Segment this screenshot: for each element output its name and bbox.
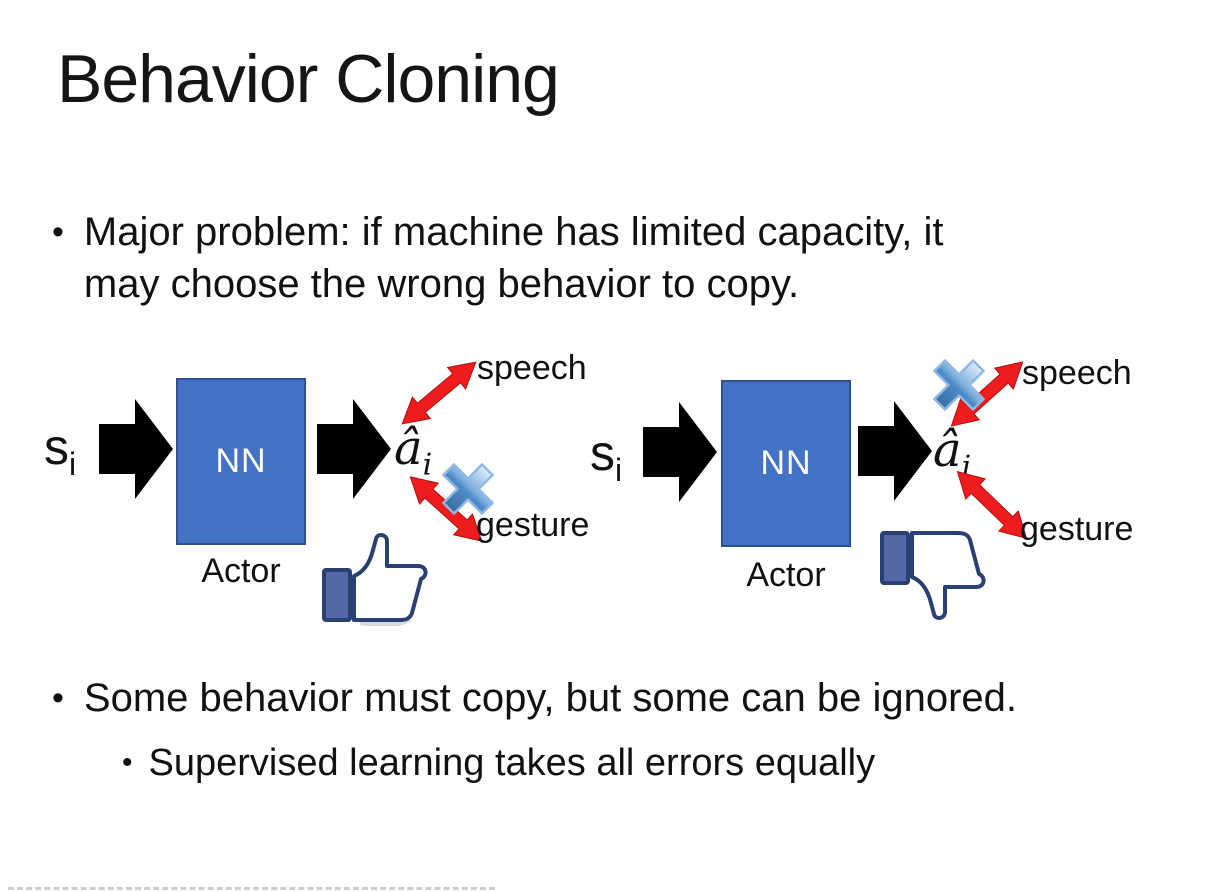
action-symbol: â bbox=[933, 422, 962, 478]
action-symbol: â bbox=[394, 420, 423, 476]
actor-caption: Actor bbox=[746, 556, 826, 594]
subbullet-supervised-learning: • Supervised learning takes all errors e… bbox=[122, 738, 875, 788]
cross-icon bbox=[437, 458, 499, 520]
bullet-line-1: Major problem: if machine has limited ca… bbox=[83, 210, 944, 254]
double-arrow-gesture-icon bbox=[944, 458, 1040, 552]
input-state-label: si bbox=[44, 418, 76, 483]
slide-title: Behavior Cloning bbox=[57, 41, 560, 117]
double-arrow-speech-icon bbox=[938, 348, 1035, 440]
state-symbol: s bbox=[590, 425, 615, 481]
input-state-label: si bbox=[590, 424, 622, 489]
cross-icon bbox=[928, 354, 990, 416]
bullet-marker: • bbox=[52, 213, 64, 251]
subbullet-text: Supervised learning takes all errors equ… bbox=[148, 742, 876, 784]
thumbs-down-icon bbox=[878, 527, 994, 623]
bullet-text: Some behavior must copy, but some can be… bbox=[83, 676, 1018, 720]
output-action-label: âi bbox=[933, 422, 971, 485]
nn-label: NN bbox=[760, 444, 812, 482]
block-arrow-icon bbox=[99, 396, 175, 502]
double-arrow-speech-icon bbox=[390, 348, 488, 438]
bullet-text: Major problem: if machine has limited ca… bbox=[84, 206, 944, 310]
bullet-major-problem: • Major problem: if machine has limited … bbox=[52, 206, 944, 310]
nn-box: NN bbox=[176, 378, 306, 545]
thumbs-up-icon bbox=[320, 530, 436, 628]
speech-label: speech bbox=[477, 349, 587, 387]
bullet-marker: • bbox=[122, 746, 133, 779]
block-arrow-icon bbox=[317, 396, 393, 502]
bullet-some-behavior: • Some behavior must copy, but some can … bbox=[52, 672, 1017, 724]
bottom-dashed-line bbox=[8, 887, 495, 890]
speech-label: speech bbox=[1022, 354, 1132, 392]
output-action-label: âi bbox=[394, 420, 432, 483]
double-arrow-gesture-icon bbox=[397, 463, 494, 555]
action-subscript: i bbox=[422, 447, 433, 483]
bullet-marker: • bbox=[52, 679, 64, 717]
action-subscript: i bbox=[961, 449, 972, 485]
actor-caption: Actor bbox=[201, 552, 281, 590]
gesture-label: gesture bbox=[1020, 510, 1134, 548]
state-subscript: i bbox=[615, 452, 623, 488]
state-symbol: s bbox=[44, 419, 69, 475]
nn-box: NN bbox=[721, 380, 851, 547]
state-subscript: i bbox=[69, 446, 77, 482]
nn-label: NN bbox=[215, 442, 267, 480]
block-arrow-icon bbox=[643, 399, 719, 505]
gesture-label: gesture bbox=[476, 506, 590, 544]
bullet-line-2: may choose the wrong behavior to copy. bbox=[83, 262, 800, 306]
block-arrow-icon bbox=[858, 398, 934, 504]
